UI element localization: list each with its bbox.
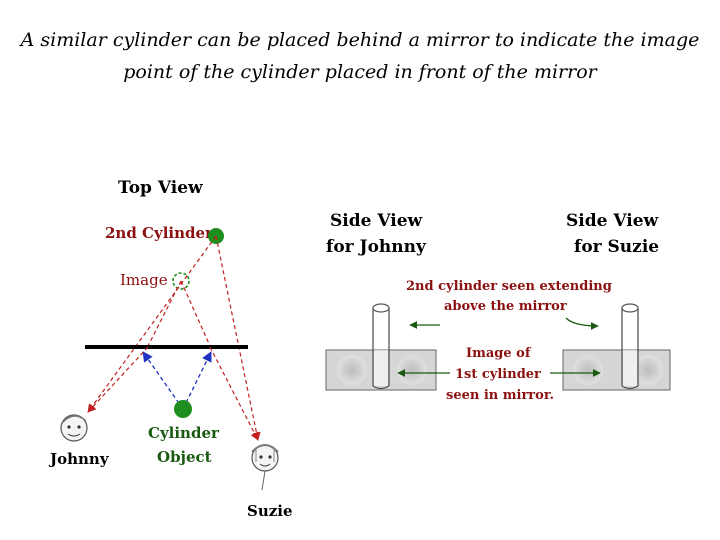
side-view-johnny-line-2: for Johnny bbox=[326, 237, 427, 257]
title-line-2: point of the cylinder placed in front of… bbox=[123, 61, 597, 83]
side-view-suzie-line-2: for Suzie bbox=[574, 237, 659, 257]
incident-ray-left bbox=[142, 351, 184, 410]
cylinder-object-dot bbox=[174, 400, 192, 418]
reflected-ray-to-johnny bbox=[87, 346, 149, 413]
second-cylinder-label: 2nd Cylinder bbox=[105, 224, 214, 242]
side-view-suzie-line-1: Side View bbox=[566, 211, 659, 231]
note-image-line-3: seen in mirror. bbox=[446, 388, 554, 403]
object-label-line-2: Object bbox=[157, 448, 212, 466]
note-extending-line-2: above the mirror bbox=[444, 299, 567, 314]
page-title: A similar cylinder can be placed behind … bbox=[0, 24, 720, 88]
reflected-ray-to-suzie bbox=[209, 346, 259, 441]
object-label-line-1: Cylinder bbox=[148, 424, 220, 442]
top-view-heading: Top View bbox=[118, 178, 203, 198]
note-image-line-1: Image of bbox=[466, 346, 532, 361]
note-image-line-2: 1st cylinder bbox=[455, 367, 541, 382]
extending-arrow-right bbox=[565, 317, 599, 330]
note-extending-line-1: 2nd cylinder seen extending bbox=[406, 279, 612, 294]
dashed-ray-right bbox=[180, 280, 211, 347]
suzie-face-icon bbox=[251, 444, 279, 491]
johnny-side-cylinder bbox=[372, 303, 390, 390]
side-view-johnny-line-1: Side View bbox=[330, 211, 423, 231]
image-dashed-circle bbox=[172, 272, 190, 290]
suzie-side-mirror bbox=[562, 349, 671, 391]
johnny-label: Johnny bbox=[48, 450, 110, 468]
incident-ray-right bbox=[182, 351, 212, 410]
image-label: Image bbox=[120, 271, 168, 289]
dashed-ray-second-to-suzie bbox=[215, 235, 261, 441]
suzie-label: Suzie bbox=[247, 502, 293, 520]
johnny-face-icon bbox=[60, 414, 88, 442]
title-line-1: A similar cylinder can be placed behind … bbox=[20, 29, 700, 51]
dashed-ray-second-to-johnny bbox=[87, 235, 217, 413]
dashed-ray-left bbox=[147, 280, 182, 347]
suzie-side-cylinder bbox=[621, 303, 639, 390]
